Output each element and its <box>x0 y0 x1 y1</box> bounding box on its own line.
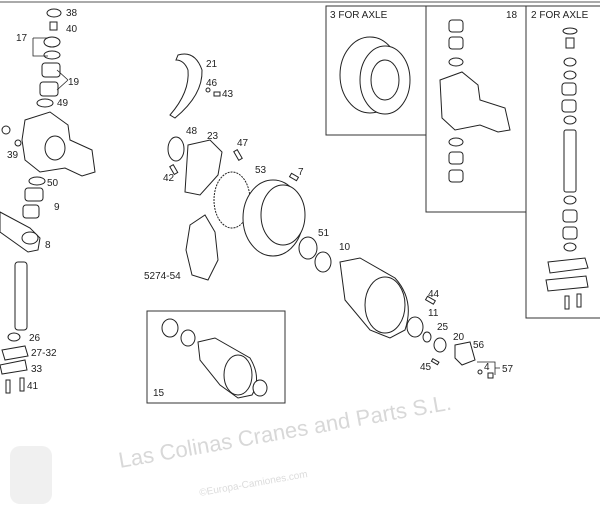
panel-hub-15 <box>146 310 286 404</box>
panel-title-knuckle-18: 18 <box>506 10 518 21</box>
part-label: 10 <box>339 242 351 253</box>
axle2-kingpin-assembly <box>545 27 589 310</box>
part-label: 4 <box>484 362 490 373</box>
part-label: 49 <box>57 98 69 109</box>
part-label: 47 <box>237 138 249 149</box>
seal <box>167 136 185 162</box>
part-label: 19 <box>68 77 80 88</box>
caliper <box>185 214 219 281</box>
part-label: 56 <box>473 340 485 351</box>
watermark: Las Colinas Cranes and Parts S.L. ©Europ… <box>117 390 454 499</box>
part-label: 42 <box>163 173 175 184</box>
part-label: 40 <box>66 24 78 35</box>
bearing <box>298 236 318 260</box>
part-label: 17 <box>16 33 28 44</box>
part-label: 7 <box>298 167 304 178</box>
panel-title-axle-3: 3 FOR AXLE <box>330 10 388 21</box>
part-label: 33 <box>31 364 43 375</box>
panel-title-axle-2: 2 FOR AXLE <box>531 10 589 21</box>
bolt <box>213 91 221 97</box>
part-label: 23 <box>207 131 219 142</box>
left-kingpin-assembly <box>0 8 96 394</box>
part-label: 38 <box>66 8 78 19</box>
part-label: 44 <box>428 289 440 300</box>
hub-cap <box>454 341 476 366</box>
watermark-logo <box>10 446 52 504</box>
part-label: 43 <box>222 89 234 100</box>
part-label: 39 <box>7 150 19 161</box>
part-label: 48 <box>186 126 198 137</box>
part-label: 5274-54 <box>144 271 181 282</box>
part-label: 11 <box>428 308 439 319</box>
part-label: 50 <box>47 178 59 189</box>
washer <box>205 87 211 93</box>
part-labels: 38 40 17 19 49 39 50 9 8 26 27-32 33 41 … <box>7 8 514 392</box>
part-label: 9 <box>54 202 60 213</box>
watermark-subtext: ©Europa-Camiones.com <box>199 469 309 499</box>
part-label: 57 <box>502 364 514 375</box>
panel-title-hub-15: 15 <box>153 388 165 399</box>
part-label: 8 <box>45 240 51 251</box>
part-label: 41 <box>27 381 39 392</box>
hub-15-assembly <box>161 318 268 399</box>
part-label: 53 <box>255 165 267 176</box>
part-label: 27-32 <box>31 348 57 359</box>
part-label: 26 <box>29 333 41 344</box>
part-label: 45 <box>420 362 432 373</box>
part-label: 25 <box>437 322 449 333</box>
part-label: 20 <box>453 332 465 343</box>
knuckle-18-assembly <box>439 19 511 183</box>
bearing-seal <box>314 251 332 273</box>
panel-axle-2 <box>525 5 600 319</box>
part-label: 21 <box>206 59 218 70</box>
brake-shoe <box>169 53 203 119</box>
part-label: 51 <box>318 228 330 239</box>
part-label: 46 <box>206 78 218 89</box>
brake-carrier <box>184 139 223 196</box>
